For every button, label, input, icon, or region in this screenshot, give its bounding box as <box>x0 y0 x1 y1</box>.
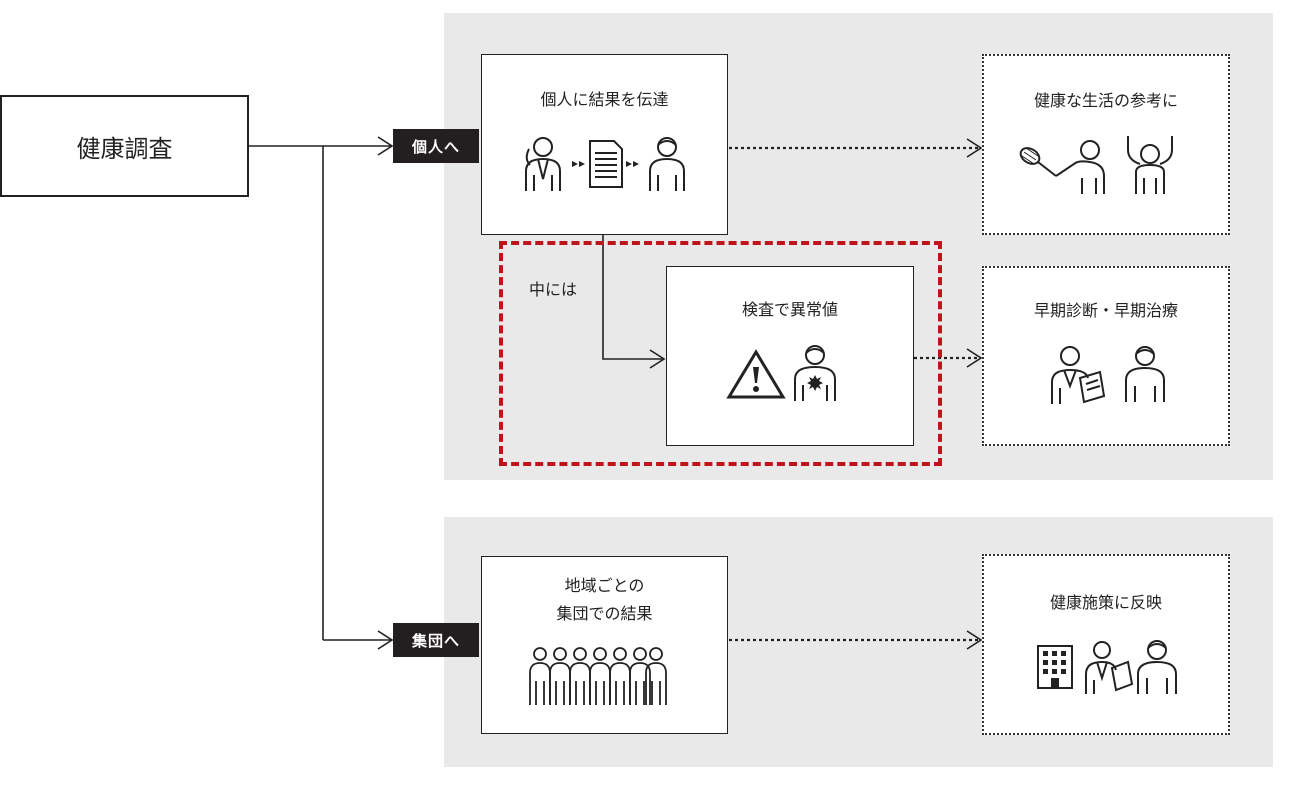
cheering-person-icon <box>1122 132 1178 196</box>
person-icon <box>644 135 690 193</box>
highlight-frame <box>499 241 942 466</box>
trunk-line <box>249 145 392 641</box>
individual-tag-label: 個人へ <box>411 137 460 156</box>
person-icon <box>1122 344 1168 404</box>
crowd-icon <box>528 645 668 707</box>
arrowhead-group <box>377 630 394 650</box>
group-tag-label: 集団へ <box>411 631 460 650</box>
notify-title: 個人に結果を伝達 <box>540 90 669 109</box>
doctor-icon <box>518 135 568 193</box>
arrowhead-individual <box>377 136 394 156</box>
early-care-box: 早期診断・早期治療 <box>982 266 1230 446</box>
individual-tag: 個人へ <box>393 129 479 163</box>
building-icon <box>1036 644 1074 690</box>
document-icon <box>572 139 639 189</box>
crowd-person <box>530 648 550 705</box>
healthy-life-box: 健康な生活の参考に <box>982 54 1230 235</box>
person-icon <box>1134 638 1180 696</box>
regional-title-line1: 地域ごとの <box>564 576 645 595</box>
abnormal-title: 検査で異常値 <box>741 300 838 319</box>
official-icon <box>1082 638 1134 696</box>
root-box: 健康調査 <box>0 95 249 197</box>
arrowhead-policy <box>966 630 983 650</box>
early-care-title: 早期診断・早期治療 <box>1033 301 1178 320</box>
healthy-life-title: 健康な生活の参考に <box>1033 91 1178 110</box>
notify-to-abnormal-line <box>602 234 664 360</box>
root-label: 健康調査 <box>76 134 173 163</box>
doctor-with-chart-icon <box>1046 344 1108 406</box>
highlight-label: 中には <box>529 280 578 299</box>
regional-title-line2: 集団での結果 <box>556 604 653 623</box>
arrowhead-life <box>966 138 983 158</box>
arrowhead-abnormal <box>649 349 666 369</box>
group-tag: 集団へ <box>393 623 479 657</box>
tennis-icon <box>1016 134 1116 196</box>
arrowhead-care <box>966 348 983 368</box>
warning-icon <box>727 349 785 399</box>
policy-box: 健康施策に反映 <box>982 554 1230 735</box>
policy-title: 健康施策に反映 <box>1049 593 1162 612</box>
patient-icon <box>789 343 841 403</box>
abnormal-box: 検査で異常値 <box>666 266 914 446</box>
regional-box: 地域ごとの 集団での結果 <box>481 556 728 734</box>
notify-box: 個人に結果を伝達 <box>481 54 728 235</box>
